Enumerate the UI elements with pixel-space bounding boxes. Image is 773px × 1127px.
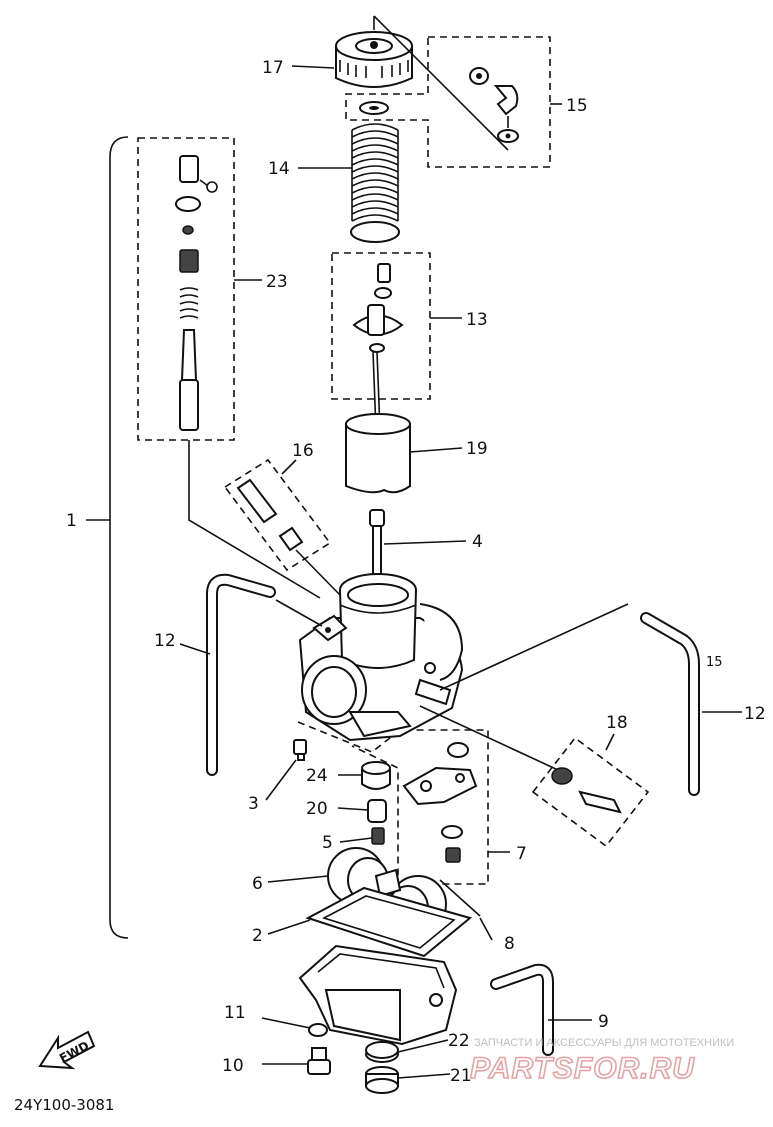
- leader-lines: [179, 65, 742, 1079]
- float-chamber: [298, 944, 458, 1046]
- callout-23: 23: [266, 272, 288, 292]
- callout-18: 18: [606, 713, 628, 733]
- throttle-stop-screw: [551, 767, 622, 814]
- callout-12-left: 12: [154, 631, 176, 651]
- float-pin: [439, 879, 481, 917]
- callout-19: 19: [466, 439, 488, 459]
- washer-11: [308, 1023, 328, 1037]
- watermark-logo: PARTSFOR.RU: [470, 1052, 695, 1085]
- callout-11: 11: [224, 1003, 246, 1023]
- main-jet-holder-24: [361, 761, 391, 790]
- callout-13: 13: [466, 310, 488, 330]
- callout-7: 7: [516, 844, 527, 864]
- needle-valve-seat: [441, 825, 463, 863]
- overflow-tube: [490, 963, 554, 1056]
- callout-1: 1: [66, 511, 77, 531]
- callout-10: 10: [222, 1056, 244, 1076]
- callout-14: 14: [268, 159, 290, 179]
- throttle-spring: [350, 123, 400, 243]
- drain-plug-21: [365, 1066, 399, 1094]
- air-screw-assembly: [175, 155, 218, 431]
- callout-15-top: 15: [566, 96, 588, 116]
- callout-2: 2: [252, 926, 263, 946]
- callout-17: 17: [262, 58, 284, 78]
- assembly-bracket: [86, 136, 129, 939]
- washer-20: [367, 799, 387, 823]
- group-box-7: [297, 721, 489, 885]
- callout-21: 21: [450, 1066, 472, 1086]
- diagram-code: 24Y100-3081: [14, 1096, 114, 1114]
- callout-6: 6: [252, 874, 263, 894]
- callout-20: 20: [306, 799, 328, 819]
- group-box-15: [345, 36, 551, 168]
- drain-plug-3: [293, 739, 307, 761]
- o-ring-22: [365, 1041, 399, 1063]
- forward-arrow-icon: FWD: [38, 1030, 96, 1070]
- group-box-13: [331, 252, 431, 400]
- pilot-screw-assembly: [236, 478, 304, 552]
- watermark: ЗАПЧАСТИ И АКСЕССУАРЫ ДЛЯ МОТОТЕХНИКИ PA…: [469, 1037, 734, 1086]
- callout-3: 3: [248, 794, 259, 814]
- callout-16: 16: [292, 441, 314, 461]
- group-box-16: [223, 458, 332, 572]
- watermark-caption: ЗАПЧАСТИ И АКСЕССУАРЫ ДЛЯ МОТОТЕХНИКИ: [474, 1037, 734, 1049]
- needle-valve-gasket: [402, 766, 478, 806]
- callout-4: 4: [472, 532, 483, 552]
- carburetor-body: [298, 573, 464, 742]
- needle-jet: [369, 509, 385, 575]
- callout-9: 9: [598, 1012, 609, 1032]
- callout-22: 22: [448, 1031, 470, 1051]
- callout-15-right: 15: [706, 655, 723, 670]
- jet-needle-assembly: [352, 263, 404, 431]
- cap-seal: [359, 101, 389, 115]
- carb-cap: [335, 31, 413, 88]
- callout-8: 8: [504, 934, 515, 954]
- float-chamber-gasket: [305, 886, 473, 958]
- vent-tube-left: [206, 573, 276, 776]
- callout-5: 5: [322, 833, 333, 853]
- vent-tube-right: [640, 612, 700, 796]
- choke-elbow-fitting: [469, 67, 519, 143]
- callout-12-right: 12: [744, 704, 766, 724]
- washer-7: [447, 742, 469, 758]
- callout-labels: 17 15 14 23 13 19 16 1 4 12 15 12 18 24 …: [66, 58, 766, 1086]
- screw-10: [307, 1047, 331, 1075]
- group-box-18: [531, 736, 650, 848]
- throttle-valve: [345, 413, 411, 494]
- group-box-23: [137, 137, 235, 441]
- main-jet-5: [371, 827, 385, 845]
- callout-24: 24: [306, 766, 328, 786]
